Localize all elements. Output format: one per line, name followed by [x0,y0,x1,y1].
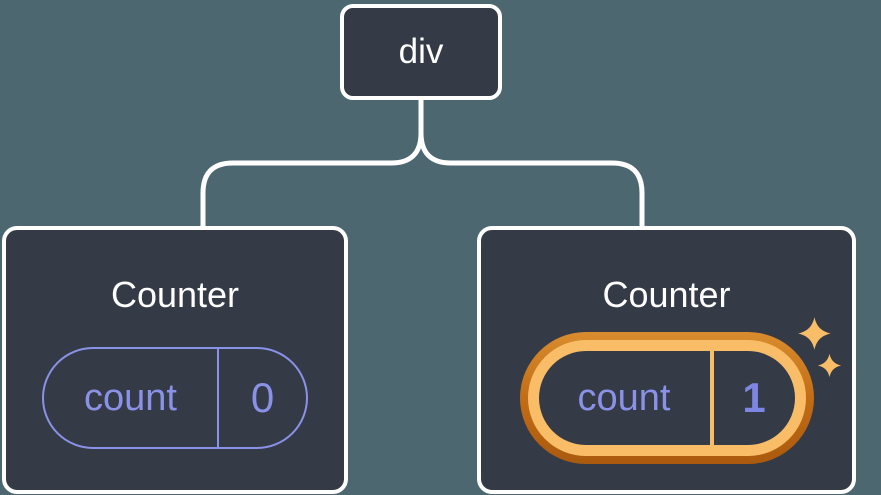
connector-left-branch [200,95,424,230]
state-key: count [84,376,177,419]
state-pill: count 0 [42,347,308,449]
state-value: 1 [709,351,795,445]
root-node-label: div [398,32,444,71]
state-pill: count 1 [538,351,795,445]
root-node-div: div [340,4,502,100]
counter-title: Counter [602,274,731,315]
connector-right-branch [418,95,645,230]
counter-card-left: Counter count 0 [2,226,348,494]
state-pill-highlight-ring: count 1 [519,332,814,464]
counter-card-right: Counter count 1 [477,226,856,494]
state-value: 0 [217,349,306,447]
counter-title: Counter [110,274,240,315]
state-pill-area: count 1 [481,314,852,490]
state-pill-area: count 0 [6,314,344,490]
state-pill-highlight-gold-ring: count 1 [527,340,806,456]
state-key: count [577,376,671,419]
